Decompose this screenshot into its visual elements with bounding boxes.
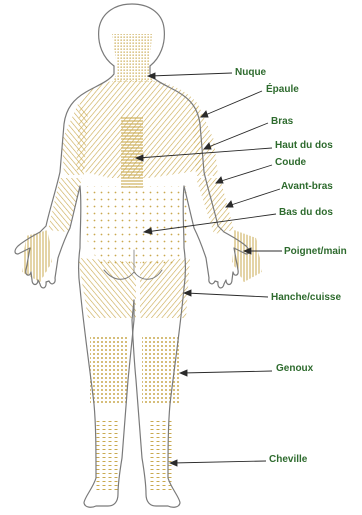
region-main-right — [232, 230, 262, 282]
label-genoux: Genoux — [276, 363, 314, 374]
arrow-nuque — [150, 73, 232, 76]
label-nuque: Nuque — [235, 67, 267, 78]
label-epaule: Épaule — [266, 82, 299, 95]
label-hanche-cuisse: Hanche/cuisse — [271, 292, 341, 303]
arrow-hanche-cuisse — [186, 293, 268, 297]
region-avant-bras-left — [48, 178, 82, 232]
label-poignet-main: Poignet/main — [284, 246, 347, 257]
arrow-epaule — [203, 91, 262, 116]
region-hanche-left — [78, 258, 136, 318]
region-haut-du-dos — [121, 116, 143, 188]
arrow-bras — [206, 123, 268, 148]
arrow-coude — [218, 165, 272, 182]
arrow-avant-bras — [228, 189, 280, 206]
region-nuque — [112, 34, 155, 82]
arrowhead-genoux — [180, 370, 187, 376]
region-cheville-left — [96, 418, 118, 490]
arrowhead-avant-bras — [226, 201, 233, 207]
label-cheville: Cheville — [269, 454, 308, 465]
region-hanche-right — [140, 258, 190, 318]
label-bras: Bras — [271, 116, 294, 127]
label-avant-bras: Avant-bras — [281, 181, 333, 192]
region-bas-du-dos — [86, 186, 190, 266]
arrow-genoux — [182, 371, 272, 373]
region-genou-left — [90, 335, 128, 403]
label-bas-du-dos: Bas du dos — [279, 207, 333, 218]
arrow-cheville — [172, 461, 266, 463]
label-haut-du-dos: Haut du dos — [275, 140, 333, 151]
label-coude: Coude — [275, 157, 307, 168]
